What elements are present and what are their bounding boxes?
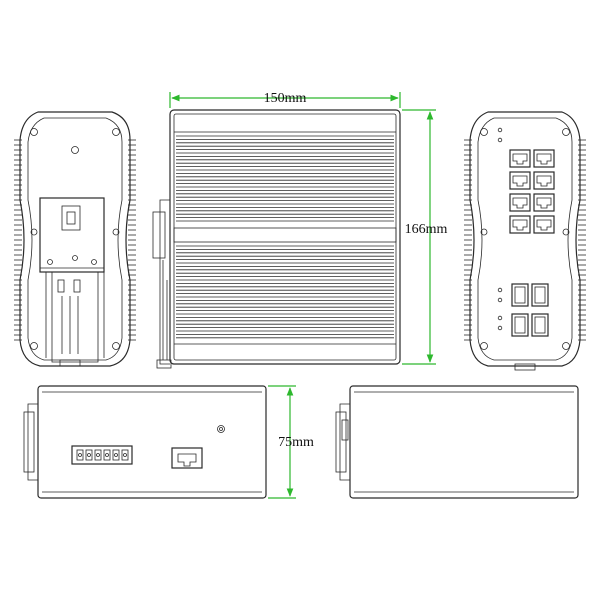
din-rail-clip-icon (335, 403, 350, 481)
heatsink-fins-icon (128, 139, 136, 341)
console-port-icon (171, 447, 203, 469)
heatsink-fins-icon (176, 135, 394, 222)
screw-icon (562, 228, 570, 236)
terminal-block-icon (71, 445, 133, 465)
heatsink-fins-icon (578, 139, 586, 341)
left-side-view (14, 111, 136, 367)
heatsink-fins-icon (176, 245, 394, 339)
terminal-block-icon (76, 449, 129, 461)
screw-icon (30, 128, 38, 136)
rj45-port-icon (509, 149, 555, 234)
width-label: 150mm (264, 91, 307, 106)
screw-icon (112, 228, 120, 236)
screw-icon (112, 342, 120, 350)
bottom-view (335, 385, 579, 499)
right-side-view (464, 111, 586, 371)
top-view (23, 385, 267, 499)
screw-icon (30, 228, 38, 236)
screw-icon (30, 342, 38, 350)
screw-icon (480, 342, 488, 350)
depth-label: 75mm (278, 435, 314, 450)
dimension-width: 150mm (169, 91, 401, 108)
sfp-port-icon (511, 283, 549, 337)
height-label: 166mm (405, 222, 448, 237)
heatsink-fins-icon (464, 139, 472, 341)
screw-icon (480, 128, 488, 136)
screw-icon (480, 228, 488, 236)
front-view (152, 109, 401, 369)
dimension-depth: 75mm (268, 385, 314, 499)
screw-icon (71, 146, 79, 154)
screw-icon (562, 128, 570, 136)
heatsink-fins-icon (14, 139, 22, 341)
din-rail-clip-icon (152, 199, 172, 369)
screw-icon (112, 128, 120, 136)
din-rail-clip-icon (39, 197, 105, 367)
dimension-height: 166mm (402, 109, 448, 365)
screw-icon (562, 342, 570, 350)
led-icon (497, 127, 503, 331)
